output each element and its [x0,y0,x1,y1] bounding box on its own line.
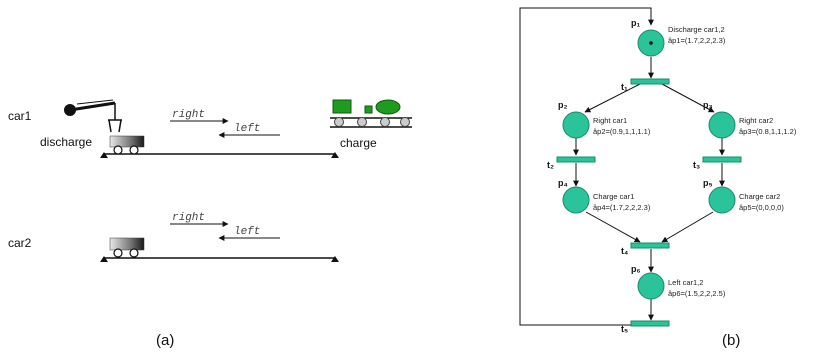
name-p2: Right car1 [593,116,627,125]
vector-p5: âp5=(0,0,0,0) [739,203,784,212]
vector-p1: âp1=(1.7,2,2,2.3) [668,36,726,45]
vector-p4: âp4=(1.7,2,2,2.3) [593,203,651,212]
place-p3 [708,111,736,139]
charge-locomotive-icon [330,99,412,128]
arc-p4-t4 [585,211,641,243]
label-t3: t₃ [693,160,700,170]
car1-wagon-icon [109,135,145,155]
name-p1: Discharge car1,2 [668,25,725,34]
label-p1: p₁ [631,18,640,28]
car2-label: car2 [8,236,32,250]
name-p5: Charge car2 [739,192,780,201]
car1-label: car1 [8,109,32,123]
caption-a: (a) [156,332,174,349]
vector-p6: âp6=(1.5,2,2,2.5) [668,289,726,298]
discharge-crane-icon [64,99,122,133]
label-p2: p₂ [558,100,568,110]
name-p6: Left car1,2 [668,278,703,287]
vector-p3: âp3=(0.8,1,1,1.2) [739,127,797,136]
discharge-label: discharge [40,135,92,149]
label-p3: p₃ [703,100,713,110]
car2-track-left-end [100,256,108,262]
label-t2: t₂ [547,160,554,170]
label-p6: p₆ [631,264,641,274]
feedback-arc [519,7,654,326]
label-t5: t₅ [621,324,628,334]
transition-t1 [630,78,670,85]
car1-track-right-end [331,152,339,158]
place-p4 [562,186,590,214]
charge-label: charge [340,136,377,150]
vector-p2: âp2=(0.9,1,1,1.1) [593,127,651,136]
panel-a: right left car1 discharge charge right l… [8,99,412,349]
label-t1: t₁ [621,82,628,92]
car1-track-left-end [100,152,108,158]
label-t4: t₄ [621,246,628,256]
panel-b: p₁ p₂ p₃ p₄ p₅ p₆ t₁ t₂ t₃ t₄ t₅ Dischar… [519,7,797,349]
place-p2 [562,111,590,139]
car2-track-right-end [331,256,339,262]
caption-b: (b) [722,332,740,349]
transition-t4 [630,242,670,249]
label-p4: p₄ [558,178,568,188]
name-p4: Charge car1 [593,192,634,201]
arc-t1-p3 [661,83,715,113]
label-p5: p₅ [703,178,713,188]
transition-t5 [630,320,670,327]
arc-p5-t4 [661,211,714,243]
bottom-left-label: left [234,226,260,238]
top-right-label: right [172,109,205,121]
bottom-right-label: right [172,212,205,224]
car2-wagon-icon [109,237,145,258]
arc-t1-p2 [584,83,641,113]
top-left-label: left [234,123,260,135]
name-p3: Right car2 [739,116,773,125]
transition-t2 [556,156,596,163]
place-p6 [637,272,665,300]
place-p5 [708,186,736,214]
token-dot [649,41,653,45]
transition-t3 [702,156,742,163]
